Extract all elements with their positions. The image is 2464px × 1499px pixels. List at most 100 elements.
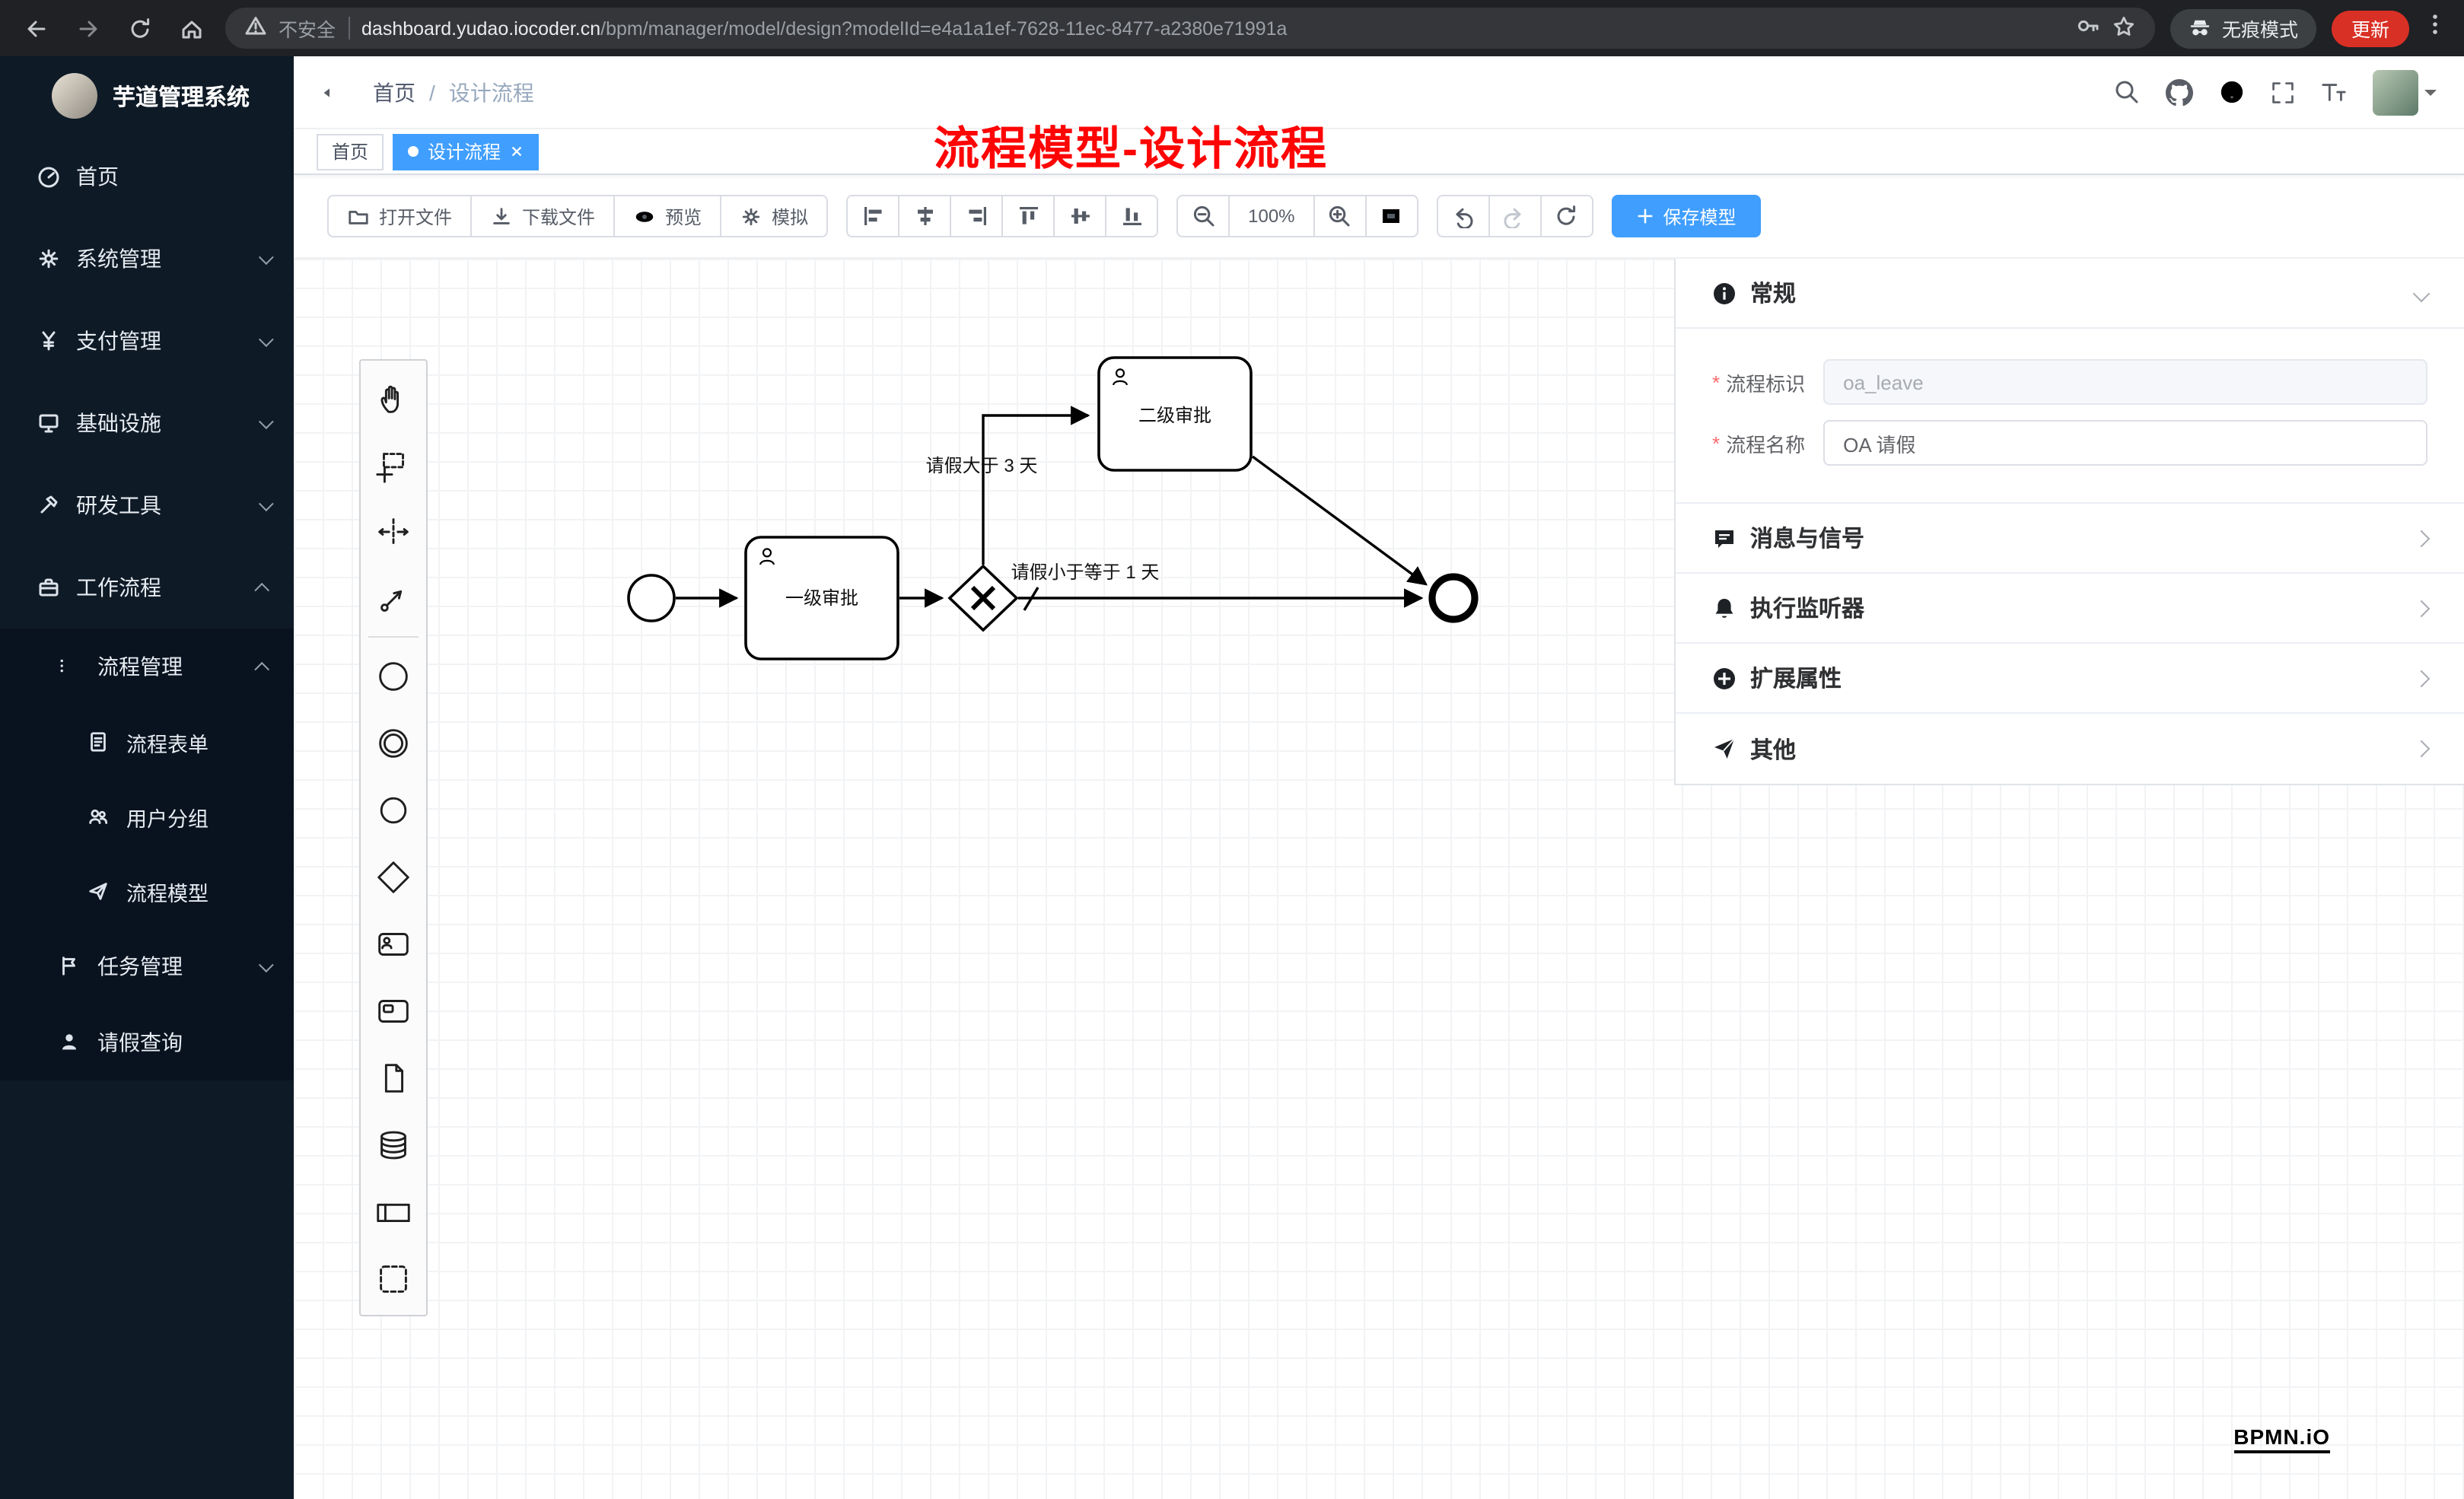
back-icon[interactable] xyxy=(18,10,55,46)
create-exclusive-gateway[interactable] xyxy=(361,843,426,910)
end-event[interactable] xyxy=(1428,573,1479,623)
tabs-bar: 首页 设计流程 xyxy=(294,129,2464,175)
create-user-task[interactable] xyxy=(361,910,426,977)
create-data-store[interactable] xyxy=(361,1111,426,1178)
open-file-button[interactable]: 打开文件 xyxy=(327,195,473,237)
align-left-icon xyxy=(864,207,881,225)
create-group[interactable] xyxy=(361,1245,426,1312)
preview-button[interactable]: 预览 xyxy=(613,195,722,237)
create-data-object[interactable] xyxy=(361,1044,426,1111)
section-message-signal[interactable]: 消息与信号 xyxy=(1676,504,2464,574)
sidebar-item-home[interactable]: 首页 xyxy=(0,135,294,218)
section-other[interactable]: 其他 xyxy=(1676,714,2464,784)
workflow-submenu: 流程管理 流程表单 用户分组 流程模型 xyxy=(0,629,294,1080)
user-task-level1[interactable]: 一级审批 xyxy=(744,536,899,660)
align-right-button[interactable] xyxy=(950,195,1004,237)
create-participant[interactable] xyxy=(361,1178,426,1245)
simulate-button[interactable]: 模拟 xyxy=(720,195,829,237)
search-icon[interactable] xyxy=(2114,79,2140,105)
sidebar-collapse-icon[interactable] xyxy=(321,80,349,104)
bpmn-canvas[interactable]: 请假大于 3 天 请假小于等于 1 天 一级审批 xyxy=(294,257,2464,1499)
tab-design[interactable]: 设计流程 xyxy=(393,133,540,170)
flow-task2-to-end[interactable] xyxy=(1251,455,1428,586)
sidebar-item-task-mgmt[interactable]: 任务管理 xyxy=(0,928,294,1004)
process-key-input[interactable] xyxy=(1823,359,2427,405)
section-general[interactable]: 常规 xyxy=(1676,259,2464,329)
avatar-image xyxy=(2373,69,2418,115)
warning-icon xyxy=(245,15,266,41)
zoom-fit-button[interactable] xyxy=(1364,195,1418,237)
undo-button[interactable] xyxy=(1436,195,1490,237)
key-icon[interactable] xyxy=(2076,14,2100,43)
url-bar[interactable]: 不安全 dashboard.yudao.iocoder.cn/bpm/manag… xyxy=(225,8,2155,49)
create-task[interactable] xyxy=(361,977,426,1044)
sidebar-item-label: 流程表单 xyxy=(126,733,209,756)
sidebar-item-user-group[interactable]: 用户分组 xyxy=(0,779,294,854)
update-button[interactable]: 更新 xyxy=(2331,10,2409,46)
zoom-in-button[interactable] xyxy=(1313,195,1367,237)
align-middle-button[interactable] xyxy=(1053,195,1107,237)
user-avatar[interactable] xyxy=(2373,69,2437,115)
align-button-group xyxy=(846,195,1159,237)
tab-home[interactable]: 首页 xyxy=(317,133,384,170)
user-task-level2[interactable]: 二级审批 xyxy=(1097,356,1253,472)
process-key-field: * 流程标识 xyxy=(1712,359,2427,405)
github-icon[interactable] xyxy=(2166,78,2193,106)
save-model-button[interactable]: 保存模型 xyxy=(1611,195,1761,237)
process-name-input[interactable] xyxy=(1823,420,2427,466)
fullscreen-icon[interactable] xyxy=(2271,80,2295,104)
section-extended-attributes[interactable]: 扩展属性 xyxy=(1676,644,2464,714)
breadcrumb-home[interactable]: 首页 xyxy=(373,80,415,104)
zoom-out-button[interactable] xyxy=(1176,195,1230,237)
font-size-icon[interactable] xyxy=(2321,81,2347,103)
align-top-button[interactable] xyxy=(1001,195,1055,237)
sidebar-item-process-model[interactable]: 流程模型 xyxy=(0,854,294,928)
create-end-event[interactable] xyxy=(361,776,426,843)
align-left-button[interactable] xyxy=(846,195,900,237)
start-event[interactable] xyxy=(627,574,676,622)
flow-gateway-to-end[interactable] xyxy=(1018,587,1424,611)
close-icon[interactable] xyxy=(510,145,524,158)
exclusive-gateway[interactable] xyxy=(947,564,1019,632)
align-top-icon xyxy=(1019,207,1038,224)
lasso-tool[interactable] xyxy=(361,431,426,498)
align-center-button[interactable] xyxy=(898,195,952,237)
sidebar-item-process-mgmt[interactable]: 流程管理 xyxy=(0,629,294,705)
sidebar-item-infra[interactable]: 基础设施 xyxy=(0,382,294,464)
sidebar-item-devtools[interactable]: 研发工具 xyxy=(0,464,294,546)
help-icon[interactable] xyxy=(2219,79,2245,105)
sidebar-item-payment[interactable]: 支付管理 xyxy=(0,300,294,382)
chevron-down-icon xyxy=(2412,284,2431,302)
forward-icon[interactable] xyxy=(70,10,107,46)
sidebar-item-system[interactable]: 系统管理 xyxy=(0,218,294,300)
align-bottom-button[interactable] xyxy=(1105,195,1159,237)
redo-button[interactable] xyxy=(1488,195,1542,237)
chevron-down-icon xyxy=(258,956,274,972)
reload-icon[interactable] xyxy=(122,10,158,46)
space-tool[interactable] xyxy=(361,498,426,565)
create-start-event[interactable] xyxy=(361,642,426,709)
home-icon[interactable] xyxy=(173,10,210,46)
reset-button[interactable] xyxy=(1539,195,1593,237)
condition-label-le[interactable]: 请假小于等于 1 天 xyxy=(1011,562,1160,583)
sidebar-item-process-form[interactable]: 流程表单 xyxy=(0,705,294,779)
condition-label-gt[interactable]: 请假大于 3 天 xyxy=(926,456,1038,476)
download-file-button[interactable]: 下载文件 xyxy=(470,195,616,237)
flow-gateway-to-task2[interactable] xyxy=(982,406,1090,565)
sidebar-item-workflow[interactable]: 工作流程 xyxy=(0,546,294,629)
browser-menu-icon[interactable] xyxy=(2424,12,2446,44)
hand-tool[interactable] xyxy=(361,364,426,431)
sidebar-item-leave-query[interactable]: 请假查询 xyxy=(0,1004,294,1080)
section-label: 常规 xyxy=(1750,282,1797,307)
create-intermediate-event[interactable] xyxy=(361,709,426,776)
global-connect-tool[interactable] xyxy=(361,565,426,632)
plus-circle-icon xyxy=(1712,666,1737,690)
bpmn-io-logo[interactable]: BPMN.iO xyxy=(2233,1424,2330,1453)
zoom-level[interactable]: 100% xyxy=(1228,195,1315,237)
section-execution-listener[interactable]: 执行监听器 xyxy=(1676,574,2464,644)
section-label: 其他 xyxy=(1750,737,1797,763)
section-label: 消息与信号 xyxy=(1750,527,1865,552)
gear-icon xyxy=(37,247,61,271)
star-icon[interactable] xyxy=(2112,14,2135,42)
app-logo[interactable]: 芋道管理系统 xyxy=(0,56,294,135)
